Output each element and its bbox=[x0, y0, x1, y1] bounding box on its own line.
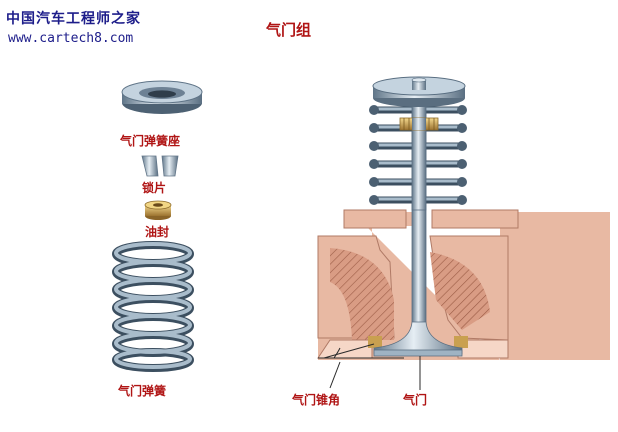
watermark-brand: 中国汽车工程师之家 bbox=[6, 11, 141, 27]
lock-piece-part bbox=[141, 155, 179, 177]
spring-seat-part bbox=[121, 80, 203, 114]
label-valve-spring: 气门弹簧 bbox=[118, 384, 167, 398]
label-valve: 气门 bbox=[403, 393, 428, 407]
label-oil-seal: 油封 bbox=[145, 225, 170, 239]
label-valve-cone-angle: 气门锥角 bbox=[292, 393, 341, 407]
assembled-spring-seat bbox=[372, 76, 466, 107]
assembled-spring bbox=[369, 97, 467, 211]
watermark-url: www.cartech8.com bbox=[8, 31, 134, 46]
assembled-oil-seal bbox=[399, 117, 439, 131]
label-spring-seat: 气门弹簧座 bbox=[120, 134, 181, 148]
diagram-title: 气门组 bbox=[266, 21, 312, 39]
cylinder-head-section bbox=[317, 209, 610, 360]
valve-cone-angle-marker bbox=[318, 343, 421, 390]
oil-seal-part bbox=[144, 200, 172, 220]
valve-spring-part bbox=[112, 241, 194, 372]
label-lock-piece: 锁片 bbox=[142, 181, 167, 195]
